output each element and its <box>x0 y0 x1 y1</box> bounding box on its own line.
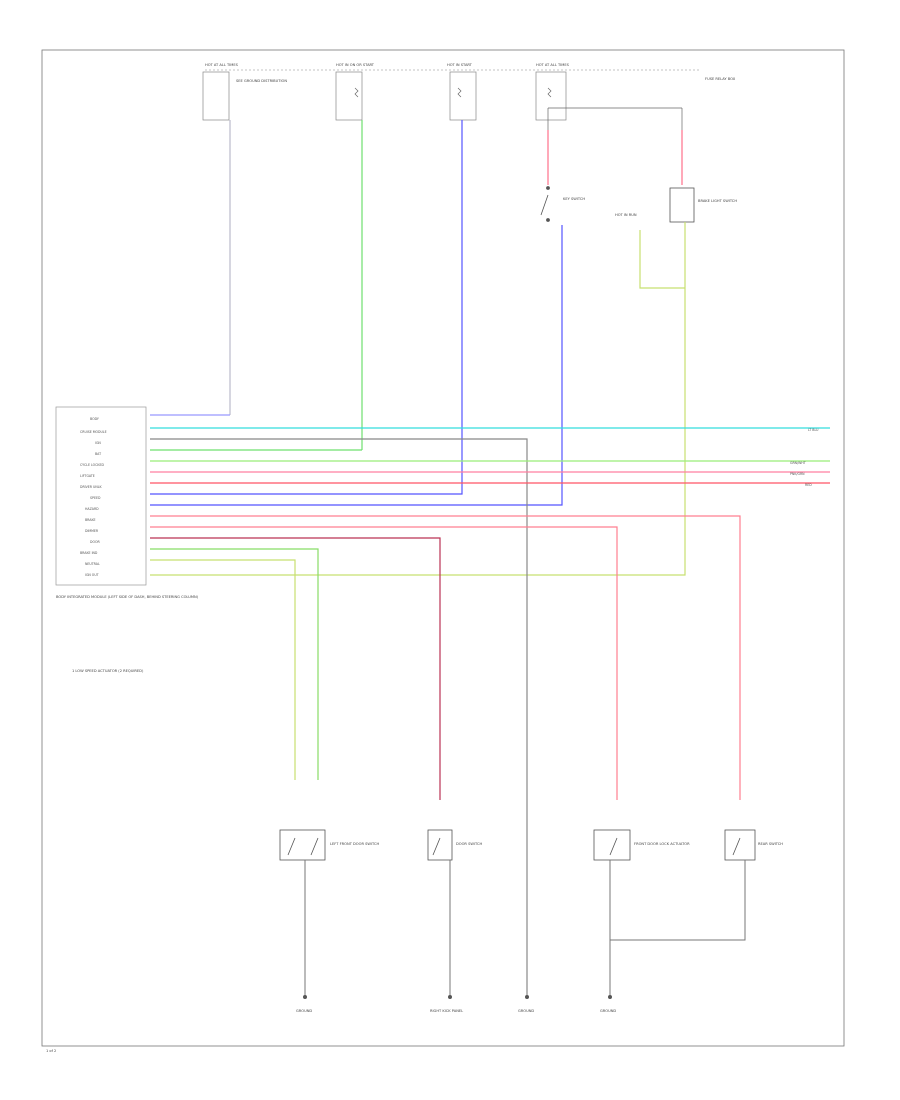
pin-label-8: HAZARD <box>85 507 99 511</box>
key-switch <box>540 186 550 222</box>
sw2-body <box>427 829 453 861</box>
module-pin-labels: BODY CRUISE MODULE IGN BAT CYCLE LOCKED … <box>80 417 107 577</box>
sw3-body <box>593 829 631 861</box>
page-footer: 1 of 2 <box>46 1049 56 1053</box>
diagram-frame <box>41 49 845 1047</box>
wire-yg-brake <box>639 230 685 289</box>
fuse-box-4 <box>535 71 567 121</box>
ground-label-1: GROUND <box>296 1009 312 1013</box>
fuse-label-1: HOT AT ALL TIMES <box>205 63 239 67</box>
right-wire-tags: LT BLU GRN/WHT PNK/GRN RED <box>790 428 819 487</box>
key-switch-label: KEY SWITCH <box>563 197 585 201</box>
brake-switch-body <box>669 187 695 223</box>
pin-label-1: CRUISE MODULE <box>80 430 107 434</box>
wire-row-11-darkred <box>150 537 441 800</box>
ground-label-3: GROUND <box>518 1009 534 1013</box>
fuse-symbols <box>354 87 683 130</box>
pin-label-9: BRAKE <box>85 518 96 522</box>
wire-row-10-pink <box>150 526 618 800</box>
pin-label-14: IGN OUT <box>85 573 99 577</box>
sub-connector-label: HOT IN RUN <box>615 213 637 217</box>
pin-label-5: LIFTGATE <box>80 474 95 478</box>
diagram-notes: 1 LOW SPEED ACTUATOR (2 REQUIRED) <box>72 669 144 673</box>
body-module <box>55 406 147 586</box>
fuse-boxes <box>202 71 567 121</box>
wire-yg-down <box>150 222 686 576</box>
pin-label-13: NEUTRAL <box>85 562 100 566</box>
ground-top-label: SEE GROUND DISTRIBUTION <box>236 79 287 83</box>
tag-red: RED <box>805 483 812 487</box>
feed-wires <box>229 120 683 490</box>
pin-label-4: CYCLE LOCKED <box>80 463 104 467</box>
fuse-box-2 <box>335 71 363 121</box>
pin-label-12: BRAKE IND <box>80 551 98 555</box>
tag-pink: PNK/GRN <box>790 472 805 476</box>
fuse-label-4: HOT AT ALL TIMES <box>536 63 570 67</box>
fuse-box-1 <box>202 71 230 121</box>
bottom-switches <box>279 829 756 861</box>
pin-label-11: DOOR <box>90 540 100 544</box>
pin-label-0: BODY <box>90 417 99 421</box>
fuse-label-2: HOT IN ON OR START <box>336 63 375 67</box>
fuse-label-3: HOT IN START <box>447 63 473 67</box>
wire-row-12-lime <box>150 548 319 780</box>
tag-lime: GRN/WHT <box>790 461 806 465</box>
module-wires <box>150 414 830 995</box>
pin-label-3: BAT <box>95 452 101 456</box>
pin-label-10: DIMMER <box>85 529 99 533</box>
sw1-body <box>279 829 326 861</box>
brake-switch-label: BRAKE LIGHT SWITCH <box>698 199 737 203</box>
pin-label-2: IGN <box>95 441 101 445</box>
sw3-label: FRONT DOOR LOCK ACTUATOR <box>634 842 690 846</box>
ground-wires <box>304 860 746 995</box>
wire-blue-key <box>150 225 563 506</box>
sw4-body <box>724 829 756 861</box>
pin-label-7: SPEED <box>90 496 101 500</box>
wire-row-2-gray <box>150 438 528 995</box>
fuse-box-3 <box>449 71 477 121</box>
ground-label-2: RIGHT KICK PANEL <box>430 1009 463 1013</box>
sw2-label: DOOR SWITCH <box>456 842 482 846</box>
fuse-relay-box-label: FUSE RELAY BOX <box>705 77 736 81</box>
ground-label-4: GROUND <box>600 1009 616 1013</box>
sw4-label: REAR SWITCH <box>758 842 783 846</box>
wire-row-9-pink <box>150 515 741 800</box>
wire-row-13-yg <box>150 559 296 780</box>
module-caption: BODY INTEGRATED MODULE (LEFT SIDE OF DAS… <box>56 595 199 599</box>
wire-row-7-blue <box>150 490 463 495</box>
pin-label-6: DRIVER UNLK <box>80 485 103 489</box>
tag-cyan: LT BLU <box>808 428 819 432</box>
ground-symbols <box>303 995 612 999</box>
sw1-label: LEFT FRONT DOOR SWITCH <box>330 842 379 846</box>
